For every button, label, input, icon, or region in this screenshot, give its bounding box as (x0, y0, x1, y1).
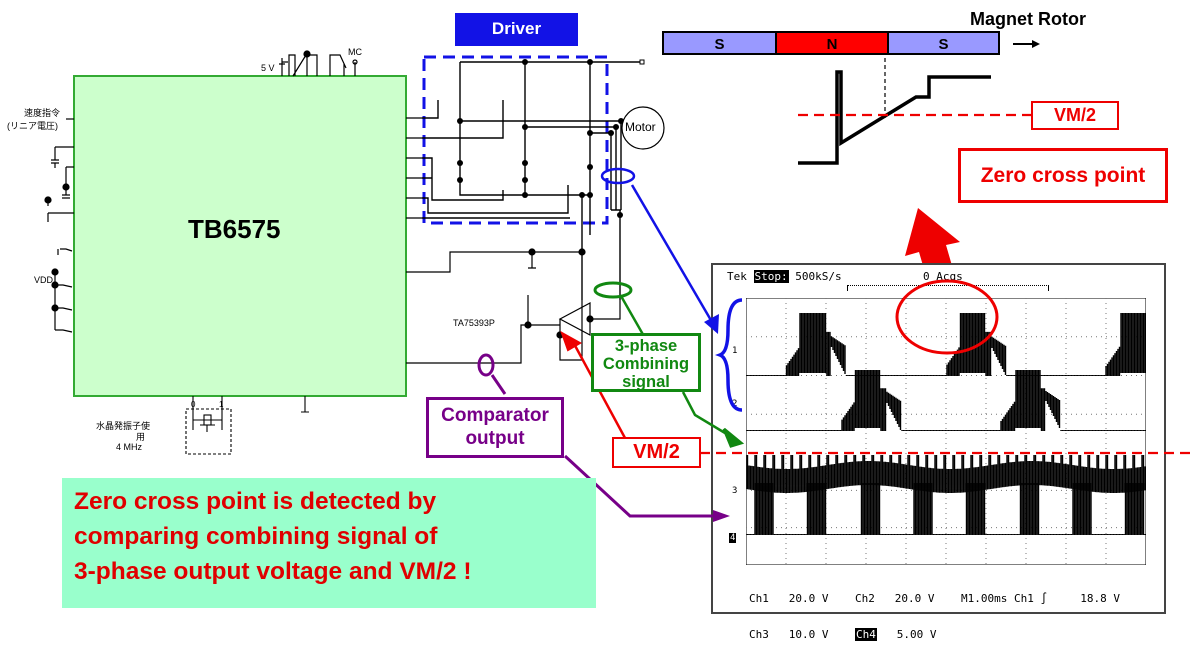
record-bar (847, 285, 1049, 291)
supply-label: 5 V (261, 63, 275, 73)
crystal-sublabel: 用 (136, 432, 146, 442)
scope-state: Stop: (753, 270, 789, 283)
note-line-3: 3-phase output voltage and VM/2 ! (74, 558, 472, 585)
ch2-marker: 2 (732, 399, 738, 409)
timebase: M1.00ms (961, 592, 1008, 605)
driver-label: Driver (455, 13, 578, 46)
oscilloscope-screenshot: Tek Stop: 500kS/s 0 Acqs 1 2 3 4 Ch1 20.… (711, 263, 1166, 641)
ch2-scale: 20.0 V (894, 592, 935, 605)
speed-command-sublabel: (リニア電圧) (7, 121, 58, 131)
rotor-pole-s-left: S (662, 31, 777, 55)
rotor-title: Magnet Rotor (970, 9, 1086, 29)
vdd-label: VDD (34, 275, 54, 285)
driver-dashed-box (422, 55, 609, 225)
crystal-circuit (185, 396, 309, 455)
rotor-pole-s-right: S (887, 31, 1000, 55)
motor-label: Motor (625, 120, 656, 134)
back-emf-waveform (798, 70, 991, 165)
explanation-note: Zero cross point is detected by comparin… (62, 478, 596, 608)
scope-header: Tek Stop: 500kS/s (727, 270, 842, 283)
ic-block (73, 75, 407, 397)
ic-to-driver-wires (406, 117, 422, 219)
ch1-marker: 1 (732, 346, 738, 356)
scope-acqs: 0 Acqs (923, 270, 963, 283)
left-input-circuit (44, 118, 74, 333)
magnet-rotor: S N S (662, 31, 1000, 55)
three-phase-line2: Combining (602, 355, 690, 373)
trigger-source: Ch1 (1013, 592, 1034, 605)
comparator-ic-label: TA75393P (453, 318, 495, 328)
three-phase-label: 3-phase Combining signal (591, 333, 701, 392)
speed-command-label: 速度指令 (24, 108, 61, 118)
zero-cross-label: Zero cross point (958, 148, 1168, 203)
crystal-frequency: 4 MHz (116, 442, 143, 452)
ch3-scale: 10.0 V (788, 628, 829, 641)
note-line-2: comparing combining signal of (74, 523, 438, 550)
ch1-scale: 20.0 V (788, 592, 829, 605)
mc-label: MC (348, 47, 362, 57)
vm2-label-top: VM/2 (1031, 101, 1119, 130)
ch1-label: Ch1 (749, 592, 769, 605)
comparator-output-label: Comparator output (426, 397, 564, 458)
crystal-pin-1: 1 (219, 400, 224, 409)
motor-symbol (621, 106, 665, 150)
rotor-arrow-head (1032, 40, 1040, 48)
ch3-trace (746, 455, 1146, 493)
ch3-marker: 3 (732, 486, 738, 496)
bridge-nodes (457, 59, 624, 218)
scope-brand: Tek (727, 270, 747, 283)
ch2-trace (746, 370, 1146, 431)
ch4-label: Ch4 (855, 628, 877, 641)
schematic-drawing (44, 40, 1040, 455)
scope-sample-rate: 500kS/s (795, 270, 842, 283)
ch3-label: Ch3 (749, 628, 769, 641)
three-phase-line1: 3-phase (614, 337, 678, 355)
crystal-pin-0: 0 (191, 400, 196, 409)
crystal-label: 水晶発振子使 (96, 421, 151, 431)
trigger-level: 18.8 V (1080, 592, 1120, 605)
comparator-line1: Comparator (441, 405, 549, 426)
vm2-label-mid: VM/2 (612, 437, 701, 468)
vm-terminal (639, 59, 645, 65)
comparator-circuit (406, 248, 621, 364)
three-phase-line3: signal (622, 373, 670, 391)
ch1-trace (746, 313, 1146, 376)
ic-label: TB6575 (188, 214, 281, 244)
ch2-label: Ch2 (855, 592, 875, 605)
rotor-pole-n: N (775, 31, 889, 55)
big-red-arrow (905, 208, 960, 276)
ch4-marker: 4 (729, 533, 737, 543)
scope-footer: Ch1 20.0 V Ch2 20.0 V M1.00ms Ch1 ∫ 18.8… (749, 592, 1120, 641)
scope-grid-lower (746, 453, 1146, 565)
ch4-trace (746, 483, 1146, 535)
top-supply-circuit (279, 50, 358, 77)
scope-grid-upper (746, 298, 1146, 453)
ch4-scale: 5.00 V (896, 628, 937, 641)
note-line-1: Zero cross point is detected by (74, 488, 437, 515)
comparator-line2: output (465, 428, 525, 449)
